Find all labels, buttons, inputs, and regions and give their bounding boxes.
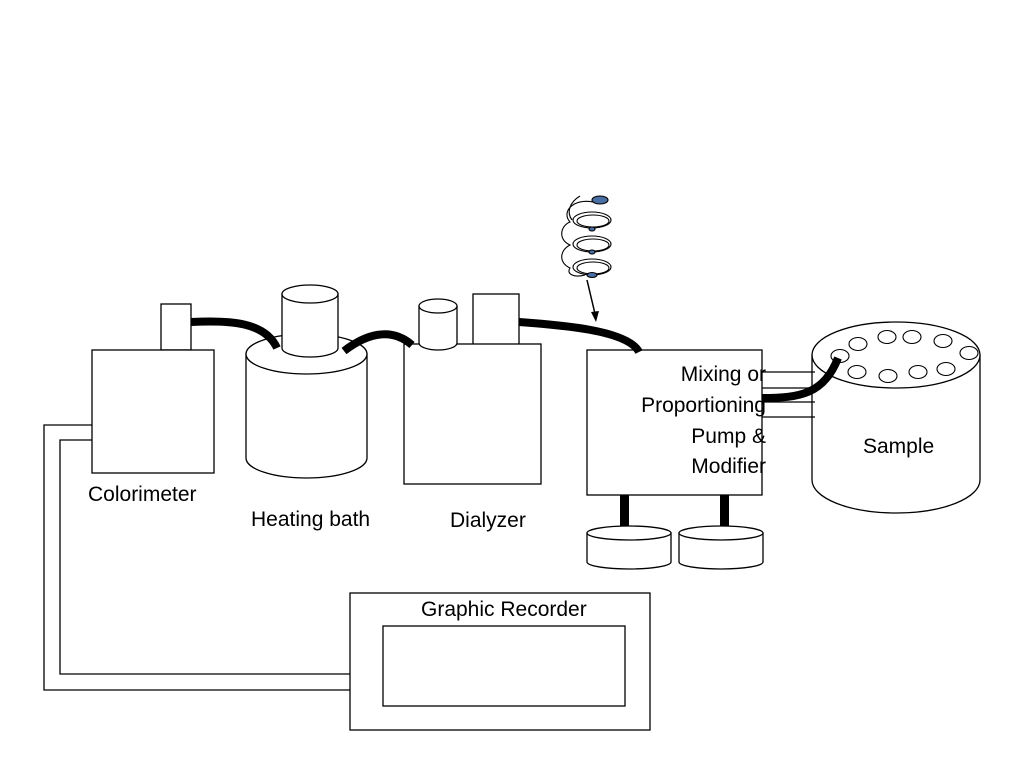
reagent-reservoir-left xyxy=(586,525,672,570)
pump-label-line2: Proportioning xyxy=(641,394,766,417)
sample-label: Sample xyxy=(863,435,934,458)
pump-label-line3: Pump & xyxy=(691,425,766,448)
heating-bath-label: Heating bath xyxy=(251,508,370,531)
mixing-coil-icon xyxy=(561,195,612,322)
pump-leg-left xyxy=(620,495,629,527)
colorimeter-box xyxy=(91,349,215,474)
reagent-reservoir-right xyxy=(678,525,764,570)
pump-label-line1: Mixing or xyxy=(681,363,766,386)
flow-tubing xyxy=(190,317,842,402)
pump-label-line4: Modifier xyxy=(691,455,766,478)
recorder-chart-window xyxy=(382,625,626,707)
dialyzer-label: Dialyzer xyxy=(450,509,526,532)
dialyzer-box xyxy=(403,343,542,485)
colorimeter-cell xyxy=(160,303,192,351)
sample-tray xyxy=(811,321,981,514)
pump-sample-connector xyxy=(762,371,815,418)
dialyzer-top-box xyxy=(472,293,520,347)
colorimeter-label: Colorimeter xyxy=(88,483,197,506)
pump-leg-right xyxy=(720,495,729,527)
recorder-cable xyxy=(43,424,350,691)
graphic-recorder xyxy=(349,592,651,731)
recorder-label: Graphic Recorder xyxy=(421,598,587,621)
dialyzer xyxy=(403,293,542,485)
colorimeter xyxy=(91,303,215,474)
pump-box xyxy=(586,349,763,496)
heating-bath xyxy=(245,284,368,479)
proportioning-pump xyxy=(586,349,763,527)
